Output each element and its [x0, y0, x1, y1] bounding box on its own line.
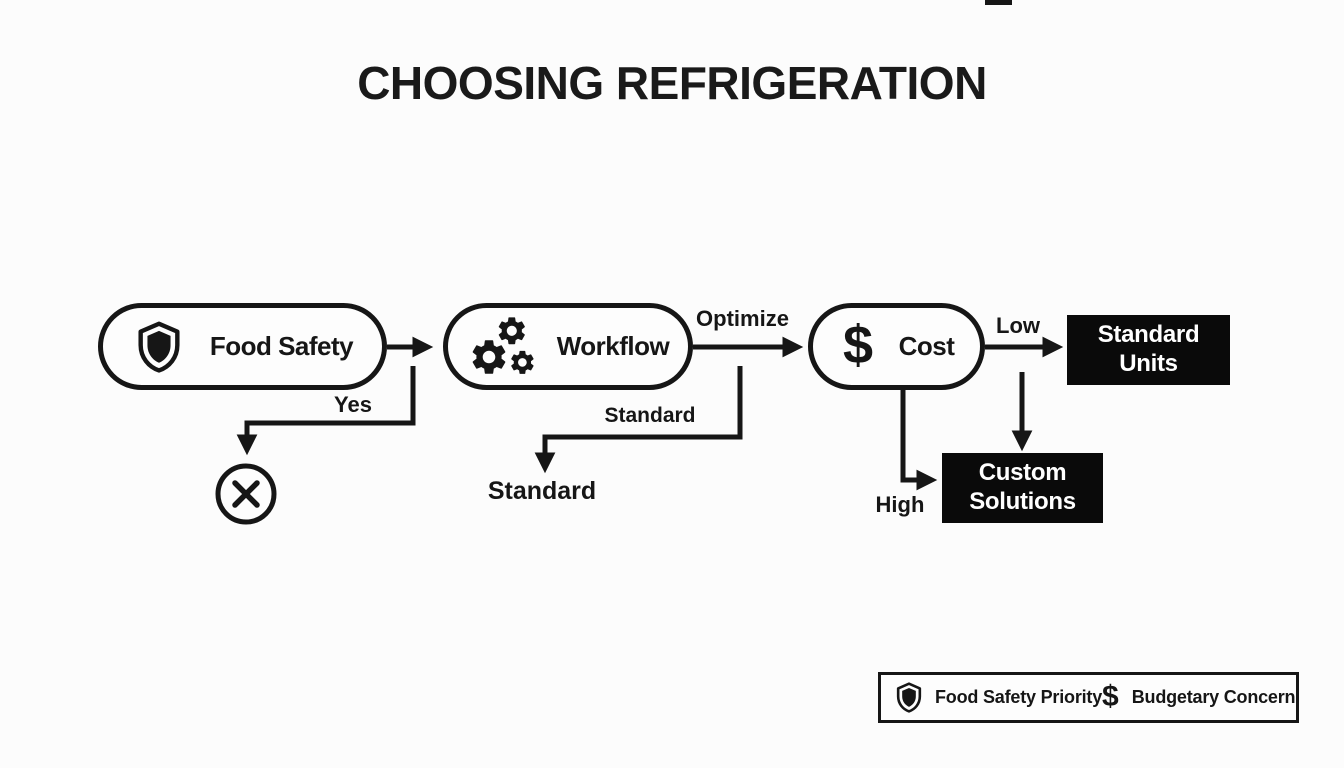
x-circle-icon: [215, 463, 277, 525]
gears-icon: [472, 316, 534, 374]
edge-standard-branch: [534, 366, 743, 474]
edge-label-optimize: Optimize: [696, 306, 789, 331]
outcome-standard-units-line1: Standard: [1097, 321, 1200, 349]
outcome-custom-solutions-line1: Custom: [978, 459, 1067, 487]
outcome-standard-units-line2: Units: [1119, 350, 1178, 377]
outcome-custom-solutions-line2: Solutions: [969, 488, 1076, 515]
legend-label-budgetary: Budgetary Concern: [1131, 687, 1296, 707]
edge-label-standard: Standard: [604, 404, 696, 427]
node-workflow-label: Workflow: [556, 331, 670, 361]
node-workflow: Workflow: [443, 303, 693, 390]
node-cost-label: Cost: [898, 331, 955, 361]
edge-label-low: Low: [996, 313, 1040, 338]
page-title: CHOOSING REFRIGERATION: [357, 57, 987, 109]
legend: Food Safety Priority $ Budgetary Concern: [878, 672, 1299, 723]
node-cost: $ Cost: [808, 303, 985, 390]
node-food-safety-label: Food Safety: [209, 331, 354, 361]
outcome-standard-text: Standard: [487, 477, 597, 505]
legend-label-food-safety: Food Safety Priority: [935, 687, 1103, 707]
dollar-icon: $: [843, 314, 874, 375]
edge-label-yes: Yes: [334, 392, 372, 417]
shield-icon: [896, 682, 922, 713]
edge-label-high: High: [875, 492, 925, 517]
node-food-safety: Food Safety: [98, 303, 387, 390]
outcome-custom-solutions: Custom Solutions: [942, 453, 1103, 523]
dollar-icon: $: [1102, 679, 1119, 713]
outcome-standard-units: Standard Units: [1067, 315, 1230, 385]
edge-artifact: [985, 0, 1012, 5]
edge-high-branch: [900, 390, 938, 491]
edge-yes-branch: [236, 366, 416, 456]
shield-icon: [137, 321, 181, 373]
